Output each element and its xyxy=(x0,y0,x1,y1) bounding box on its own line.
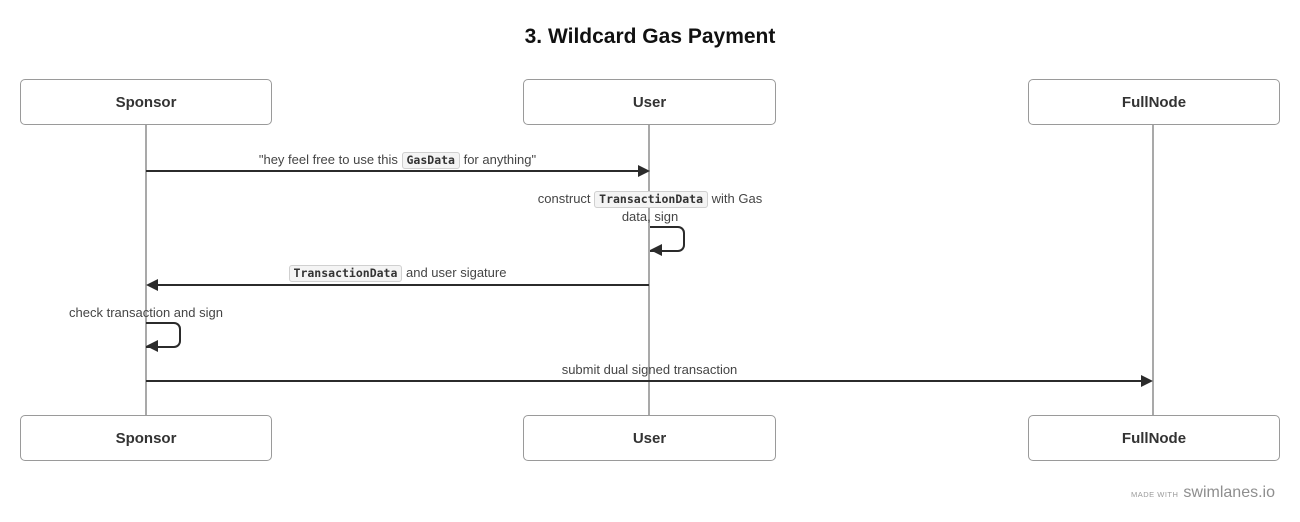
arrowhead-icon xyxy=(146,340,158,352)
actor-box-fullnode-bottom: FullNode xyxy=(1028,415,1280,461)
actor-label: FullNode xyxy=(1121,93,1187,111)
actor-label: FullNode xyxy=(1121,429,1187,447)
actor-label: Sponsor xyxy=(115,429,177,447)
lifeline-user xyxy=(648,125,650,415)
message-arrow-user-to-sponsor xyxy=(152,284,649,286)
actor-box-fullnode-top: FullNode xyxy=(1028,79,1280,125)
message-label-construct-transaction: construct TransactionData with Gas data,… xyxy=(530,190,770,226)
self-message-loop-user xyxy=(650,226,685,252)
message-label-submit-transaction: submit dual signed transaction xyxy=(146,361,1153,379)
arrowhead-icon xyxy=(650,244,662,256)
message-text: and user sigature xyxy=(402,265,507,280)
actor-label: User xyxy=(632,93,667,111)
lifeline-sponsor xyxy=(145,125,147,415)
lifeline-fullnode xyxy=(1152,125,1154,415)
made-with-label: Made with xyxy=(1130,490,1179,499)
code-token-transactiondata: TransactionData xyxy=(288,265,403,282)
message-text: with Gas data, sign xyxy=(621,191,763,224)
arrowhead-icon xyxy=(1141,375,1153,387)
actor-box-user-top: User xyxy=(523,79,776,125)
code-token-gasdata: GasData xyxy=(401,152,460,169)
message-text: for anything" xyxy=(459,152,537,167)
actor-label: User xyxy=(632,429,667,447)
message-text: construct xyxy=(537,191,595,206)
actor-box-sponsor-bottom: Sponsor xyxy=(20,415,272,461)
message-text: check transaction and sign xyxy=(69,305,223,320)
message-label-check-transaction: check transaction and sign xyxy=(26,304,266,322)
self-message-loop-sponsor xyxy=(146,322,181,348)
page-title: 3. Wildcard Gas Payment xyxy=(524,25,776,48)
message-label-transaction-signature: TransactionData and user sigature xyxy=(146,264,649,282)
actor-label: Sponsor xyxy=(115,93,177,111)
code-token-transactiondata: TransactionData xyxy=(594,191,709,208)
actor-box-user-bottom: User xyxy=(523,415,776,461)
message-text: submit dual signed transaction xyxy=(561,362,738,377)
actor-box-sponsor-top: Sponsor xyxy=(20,79,272,125)
arrowhead-icon xyxy=(146,279,158,291)
footer-credit: Made with swimlanes.io xyxy=(1131,484,1275,502)
arrowhead-icon xyxy=(638,165,650,177)
message-label-gasdata-offer: "hey feel free to use this GasData for a… xyxy=(146,151,649,169)
swimlanes-brand-link[interactable]: swimlanes.io xyxy=(1183,484,1275,501)
message-arrow-sponsor-to-fullnode xyxy=(146,380,1147,382)
message-text: "hey feel free to use this xyxy=(258,152,402,167)
message-arrow-sponsor-to-user xyxy=(146,170,644,172)
